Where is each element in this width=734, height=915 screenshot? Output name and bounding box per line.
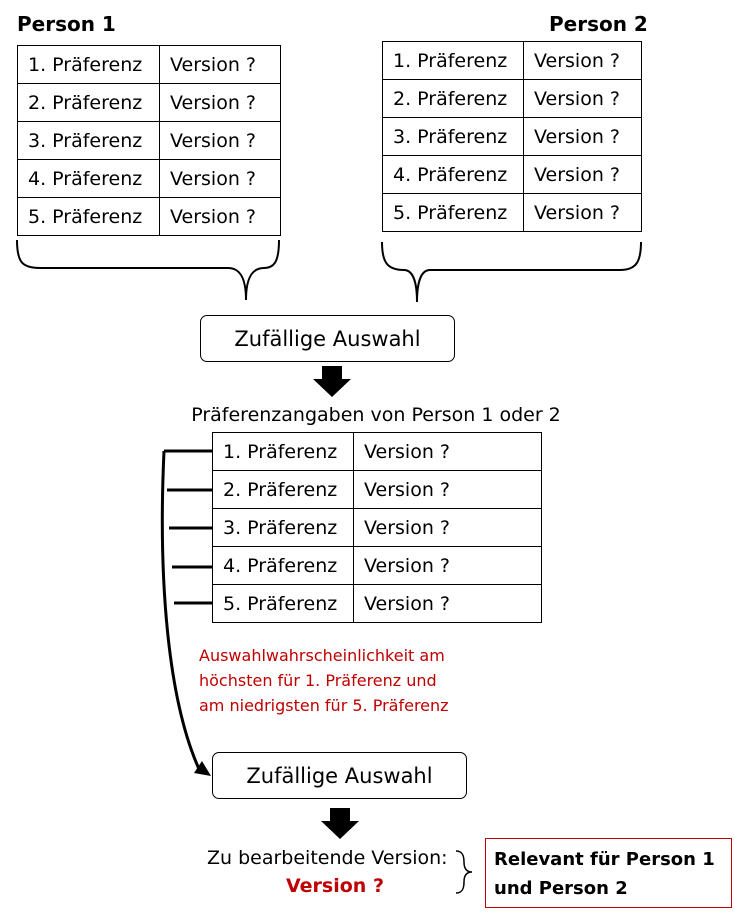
preference-cell: 4. Präferenz	[382, 155, 524, 194]
person1-title: Person 1	[17, 12, 116, 36]
version-cell: Version ?	[159, 45, 281, 84]
preference-cell: 3. Präferenz	[17, 121, 160, 160]
version-cell: Version ?	[523, 79, 642, 118]
preference-cell: 2. Präferenz	[212, 470, 354, 509]
preference-cell: 5. Präferenz	[212, 584, 354, 623]
relevant-line: Relevant für Person 1	[494, 849, 715, 870]
preference-cell: 4. Präferenz	[17, 159, 160, 198]
relevant-box: Relevant für Person 1 und Person 2	[485, 838, 732, 908]
random-selection-box-2: Zufällige Auswahl	[212, 752, 467, 799]
result-brace	[455, 850, 473, 894]
brace-person1	[16, 239, 280, 301]
preference-cell: 1. Präferenz	[17, 45, 160, 84]
preference-cell: 2. Präferenz	[17, 83, 160, 122]
probability-note: Auswahlwahrscheinlichkeit am höchsten fü…	[199, 643, 449, 718]
probability-note-line: Auswahlwahrscheinlichkeit am	[199, 646, 445, 665]
preference-cell: 1. Präferenz	[382, 41, 524, 80]
curved-arrow-line	[160, 450, 201, 770]
random-selection-label: Zufällige Auswahl	[234, 326, 421, 351]
preference-cell: 5. Präferenz	[382, 193, 524, 232]
version-cell: Version ?	[353, 470, 542, 509]
version-cell: Version ?	[523, 193, 642, 232]
selected-preferences-caption: Präferenzangaben von Person 1 oder 2	[191, 404, 561, 426]
result-version: Version ?	[286, 875, 384, 897]
version-cell: Version ?	[353, 546, 542, 585]
version-cell: Version ?	[159, 83, 281, 122]
down-arrow-1	[313, 366, 351, 397]
version-cell: Version ?	[523, 117, 642, 156]
version-cell: Version ?	[159, 121, 281, 160]
down-arrow-2	[321, 808, 359, 839]
probability-note-line: am niedrigsten für 5. Präferenz	[199, 696, 449, 715]
random-selection-box-1: Zufällige Auswahl	[200, 315, 455, 362]
preference-cell: 1. Präferenz	[212, 432, 354, 471]
version-cell: Version ?	[353, 584, 542, 623]
version-cell: Version ?	[523, 41, 642, 80]
random-selection-label: Zufällige Auswahl	[246, 763, 433, 788]
preference-cell: 3. Präferenz	[212, 508, 354, 547]
preference-ticks	[164, 449, 212, 605]
version-cell: Version ?	[353, 432, 542, 471]
curved-arrow-head	[194, 761, 211, 776]
result-label: Zu bearbeitende Version:	[207, 847, 448, 869]
probability-note-line: höchsten für 1. Präferenz und	[199, 671, 437, 690]
preference-cell: 4. Präferenz	[212, 546, 354, 585]
version-cell: Version ?	[159, 159, 281, 198]
preference-cell: 5. Präferenz	[17, 197, 160, 236]
preference-cell: 3. Präferenz	[382, 117, 524, 156]
relevant-line: und Person 2	[494, 878, 628, 899]
brace-person2	[381, 241, 642, 303]
version-cell: Version ?	[353, 508, 542, 547]
version-cell: Version ?	[523, 155, 642, 194]
preference-cell: 2. Präferenz	[382, 79, 524, 118]
version-cell: Version ?	[159, 197, 281, 236]
person2-title: Person 2	[549, 12, 648, 36]
